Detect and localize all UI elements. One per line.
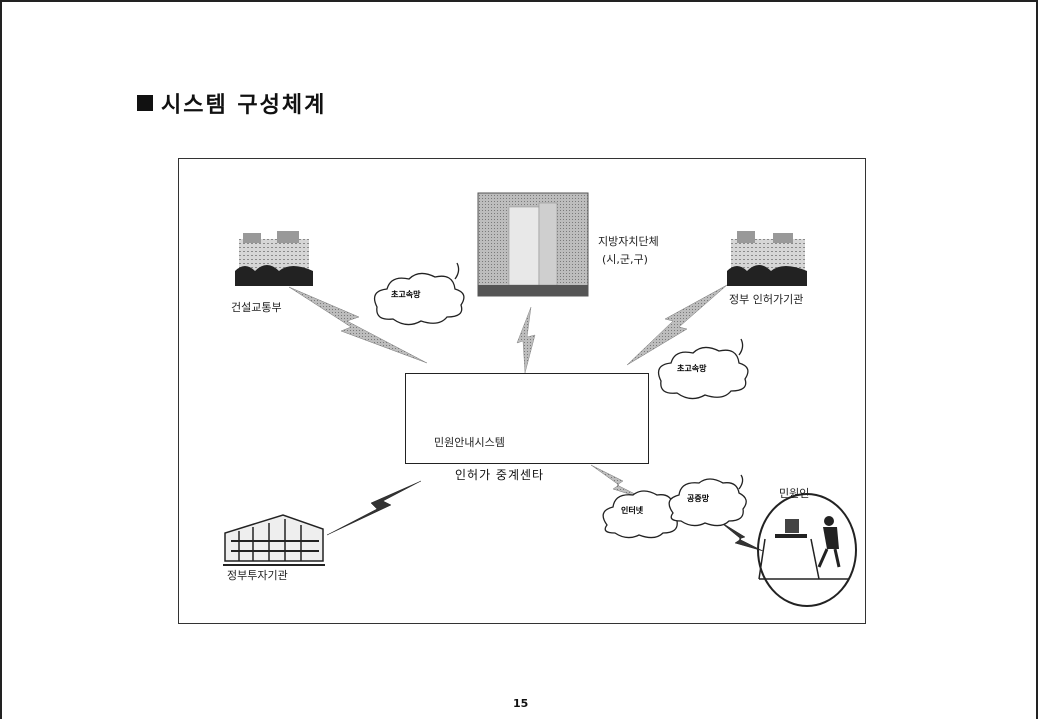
ultra-network-left-label: 초고속망 bbox=[391, 290, 421, 299]
link-invest-bolt bbox=[326, 480, 422, 536]
ultra-network-right-label: 초고속망 bbox=[677, 364, 707, 373]
local-government-label: 지방자치단체 bbox=[598, 235, 659, 248]
civil-guide-system-label: 민원안내시스템 bbox=[434, 436, 505, 449]
link-permit-bolt bbox=[626, 284, 728, 366]
cloud-ultra-right bbox=[657, 338, 749, 400]
relay-center-box: 민원안내시스템 bbox=[405, 373, 649, 464]
moct-building-icon bbox=[235, 231, 313, 286]
system-diagram: 건설교통부 지방자치단체 (시,군,구) 정부 인허가기관 정부투자기관 민원인… bbox=[178, 158, 866, 624]
government-permit-agency-label: 정부 인허가기관 bbox=[729, 293, 804, 306]
local-government-building-icon bbox=[477, 192, 589, 297]
citizen-label: 민원인 bbox=[779, 487, 810, 500]
link-moct-bolt bbox=[288, 286, 428, 364]
page-title-text: 시스템 구성체계 bbox=[161, 93, 327, 118]
square-bullet-icon bbox=[137, 95, 153, 111]
internet-label: 인터넷 bbox=[621, 506, 644, 515]
local-government-sub-label: (시,군,구) bbox=[602, 253, 648, 266]
government-permit-agency-building-icon bbox=[727, 231, 807, 286]
page-number: 15 bbox=[513, 697, 529, 710]
public-network-label: 공중망 bbox=[687, 494, 710, 503]
cloud-ultra-left bbox=[373, 262, 465, 326]
moct-label: 건설교통부 bbox=[231, 301, 282, 314]
link-citizen-bolt bbox=[718, 520, 764, 552]
citizen-at-computer-icon bbox=[757, 493, 857, 607]
government-investment-agency-building-icon bbox=[223, 514, 325, 566]
link-local-bolt bbox=[516, 306, 536, 374]
cloud-public bbox=[668, 474, 747, 527]
page-title: 시스템 구성체계 bbox=[137, 87, 326, 119]
relay-center-caption: 인허가 중계센타 bbox=[455, 468, 545, 482]
government-investment-agency-label: 정부투자기관 bbox=[227, 569, 288, 582]
